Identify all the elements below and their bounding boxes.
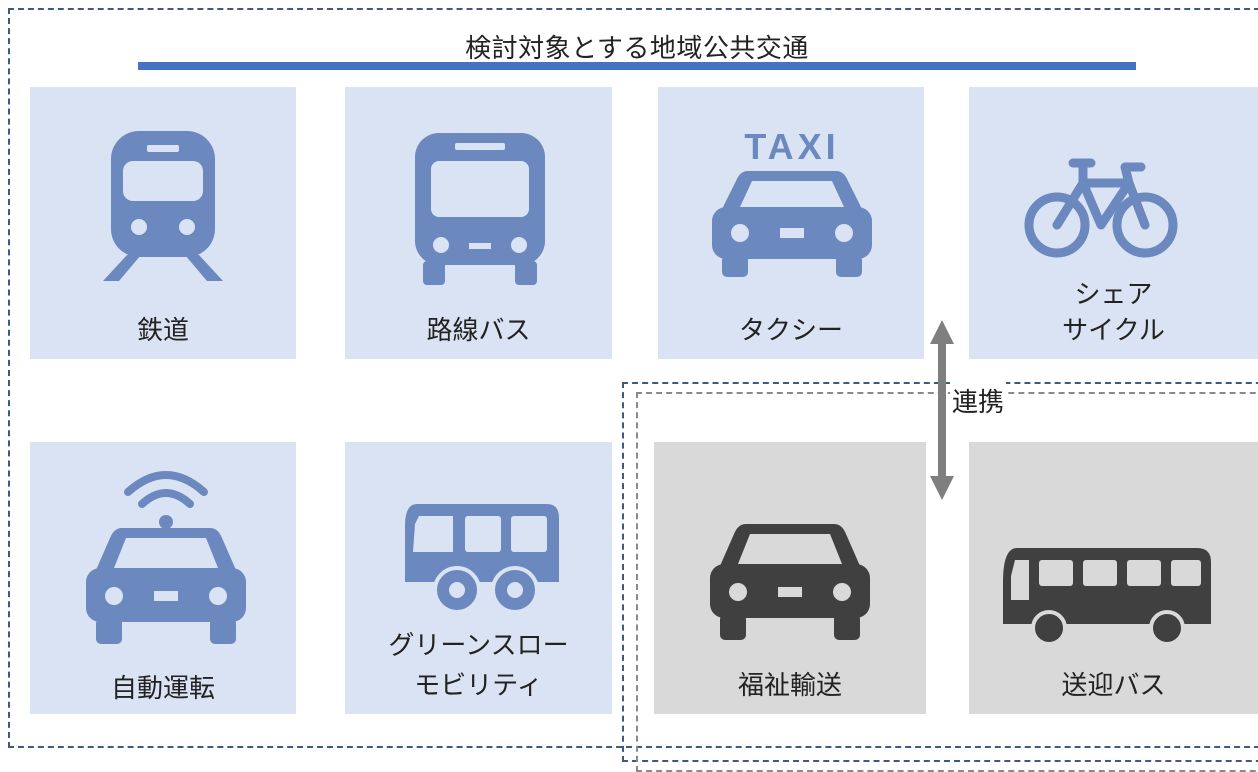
mode-label: シェア	[1074, 280, 1153, 310]
mode-label: サイクル	[1062, 316, 1165, 346]
mode-label: グリーンスロー	[388, 631, 569, 661]
mode-label: 鉄道	[136, 316, 189, 346]
double-arrow-icon	[930, 320, 954, 500]
mode-label: 路線バス	[426, 316, 531, 346]
car-icon	[710, 524, 870, 640]
taxi-sign-text: TAXI	[744, 127, 839, 167]
coach-bus-icon	[1003, 548, 1211, 646]
card-welfare-transport: 福祉輸送	[654, 442, 926, 714]
card-autonomous: 自動運転	[30, 442, 296, 714]
mode-label: 送迎バス	[1061, 671, 1166, 701]
card-shuttle-bus: 送迎バス	[969, 442, 1258, 714]
page-title: 検討対象とする地域公共交通	[465, 34, 809, 64]
title-underline	[138, 62, 1136, 70]
bicycle-icon	[1024, 158, 1178, 258]
mode-label: 自動運転	[110, 674, 215, 704]
mode-label: モビリティ	[414, 671, 543, 701]
card-taxi: TAXI タクシー	[658, 87, 924, 359]
coordination-label: 連携	[950, 382, 1007, 419]
card-train: 鉄道	[30, 87, 296, 359]
mode-label: タクシー	[738, 316, 843, 346]
card-bus: 路線バス	[345, 87, 612, 359]
bus-icon	[415, 133, 545, 285]
mode-label: 福祉輸送	[737, 671, 842, 701]
minibus-icon	[405, 504, 559, 614]
autonomous-car-icon	[86, 471, 246, 644]
taxi-icon: TAXI	[712, 127, 872, 277]
card-share-cycle: シェア サイクル	[969, 87, 1258, 359]
train-icon	[103, 131, 223, 281]
card-green-slow-mobility: グリーンスロー モビリティ	[345, 442, 612, 714]
